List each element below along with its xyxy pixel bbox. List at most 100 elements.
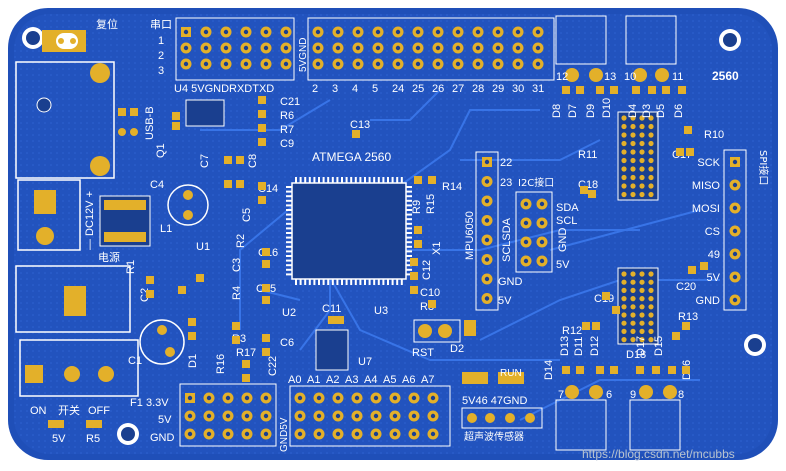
switch-off-label: OFF — [88, 405, 110, 417]
ref-d4: D4 — [627, 104, 639, 118]
spi-pin-sck: SCK — [697, 157, 720, 169]
spi-pin-gnd: GND — [696, 295, 721, 307]
servo-connector-10-11 — [625, 15, 677, 65]
serial-row-2: 2 — [158, 50, 164, 62]
ref-c7: C7 — [199, 154, 211, 168]
mpu-label: MPU6050 — [464, 211, 476, 260]
spi-pin-miso: MISO — [692, 180, 721, 192]
ref-r14: R14 — [442, 181, 462, 193]
spi-pin-cs: CS — [705, 226, 720, 238]
header-num-25: 25 — [412, 83, 424, 95]
header-num-26: 26 — [432, 83, 444, 95]
mpu-pin-sclsda: SCLSDA — [501, 217, 513, 262]
ref-r9: R9 — [411, 200, 423, 214]
dc-jack — [17, 179, 81, 251]
i2c-pin-gnd: GND — [557, 228, 569, 253]
header-num-5: 5 — [372, 83, 378, 95]
ultrasonic-label: 超声波传感器 — [464, 430, 524, 443]
ref-c10: C10 — [420, 287, 440, 299]
ref-d14: D14 — [543, 360, 555, 380]
servo-top-12: 12 — [556, 71, 568, 83]
ref-r17: R17 — [236, 347, 256, 359]
ref-c9: C9 — [280, 138, 294, 150]
analog-a0: A0 — [288, 374, 301, 386]
ref-d18: D18 — [626, 349, 646, 361]
ref-d10: D10 — [601, 98, 613, 118]
ref-c3: C3 — [231, 258, 243, 272]
ref-r11: R11 — [578, 149, 597, 161]
ref-q1: Q1 — [155, 143, 167, 158]
i2c-pin-scl: SCL — [556, 215, 577, 227]
ref-r4: R4 — [231, 286, 243, 300]
ultrasonic-pins: 5V46 47GND — [462, 395, 527, 407]
header-num-27: 27 — [452, 83, 464, 95]
u7-chip — [315, 329, 349, 371]
d2-label: D2 — [450, 343, 464, 355]
i2c-pin-5v: 5V — [556, 259, 570, 271]
run-label: RUN — [500, 368, 522, 379]
analog-a1: A1 — [307, 374, 320, 386]
spi-pin-5v: 5V — [707, 272, 721, 284]
servo-top-11: 11 — [672, 71, 683, 83]
header-num-2: 2 — [312, 83, 318, 95]
dc-label: — DC12V + — [84, 191, 96, 250]
servo-bottom-9: 9 — [630, 389, 636, 401]
ref-r6: R6 — [280, 110, 294, 122]
servo-bottom-7: 7 — [558, 389, 564, 401]
ultrasonic-header — [461, 407, 543, 429]
u4-pins-label: U4 5VGNDRXDTXD — [174, 83, 274, 95]
ref-r13: R13 — [678, 311, 698, 323]
pin-5v-label: 5V — [158, 414, 172, 426]
servo-connector-9-8 — [629, 399, 681, 451]
servo-bottom-8: 8 — [678, 389, 684, 401]
mpu-pin-22: 22 — [500, 157, 512, 169]
header-num-30: 30 — [512, 83, 524, 95]
mpu-pin-5v: 5V — [498, 295, 512, 307]
gnd5v-label: GND5V — [279, 417, 290, 452]
analog-header — [289, 385, 451, 447]
analog-a6: A6 — [402, 374, 415, 386]
ref-c5: C5 — [241, 208, 253, 222]
ref-r10: R10 — [704, 129, 724, 141]
header-num-24: 24 — [392, 83, 404, 95]
i2c-header — [515, 191, 553, 273]
watermark: https://blog.csdn.net/mcubbs — [582, 447, 735, 461]
servo-connector-7-6 — [555, 399, 607, 451]
pin-gnd-label: GND — [150, 432, 175, 444]
ref-c1: C1 — [128, 355, 142, 367]
spi-pin-mosi: MOSI — [692, 203, 720, 215]
rst-button[interactable] — [413, 319, 461, 343]
ref-u3: U3 — [374, 305, 388, 317]
ref-r2: R2 — [235, 234, 247, 248]
power-switch[interactable] — [15, 265, 131, 333]
analog-a7: A7 — [421, 374, 434, 386]
u4-chip — [185, 99, 225, 127]
usb-label: USB-B — [144, 106, 156, 140]
ref-r1: R1 — [125, 260, 137, 274]
i2c-pin-sda: SDA — [556, 202, 579, 214]
analog-a3: A3 — [345, 374, 358, 386]
switch-cn-label: 开关 — [58, 403, 80, 417]
ref-c6: C6 — [280, 337, 294, 349]
rst-label: RST — [412, 347, 434, 359]
servo-connector-12-13 — [555, 15, 607, 65]
ref-r15: R15 — [425, 194, 437, 214]
serial-label: 串口 — [150, 18, 172, 31]
spi-header — [723, 149, 747, 311]
fuse-label: F1 — [130, 397, 143, 409]
digital-header — [307, 17, 555, 81]
ref-c20: C20 — [676, 281, 696, 293]
analog-a2: A2 — [326, 374, 339, 386]
atmega2560-chip — [291, 182, 407, 280]
mpu6050-header — [475, 151, 499, 311]
ref-d15: D15 — [653, 336, 665, 356]
power-header-left — [179, 383, 277, 447]
header-5vgnd-label: 5VGND — [298, 38, 309, 72]
ref-c4: C4 — [150, 179, 164, 191]
serial-header — [175, 17, 295, 81]
ref-c22: C22 — [267, 356, 279, 376]
servo-bottom-6: 6 — [606, 389, 612, 401]
ref-d9: D9 — [585, 104, 597, 118]
mcu-label: ATMEGA 2560 — [312, 150, 391, 164]
